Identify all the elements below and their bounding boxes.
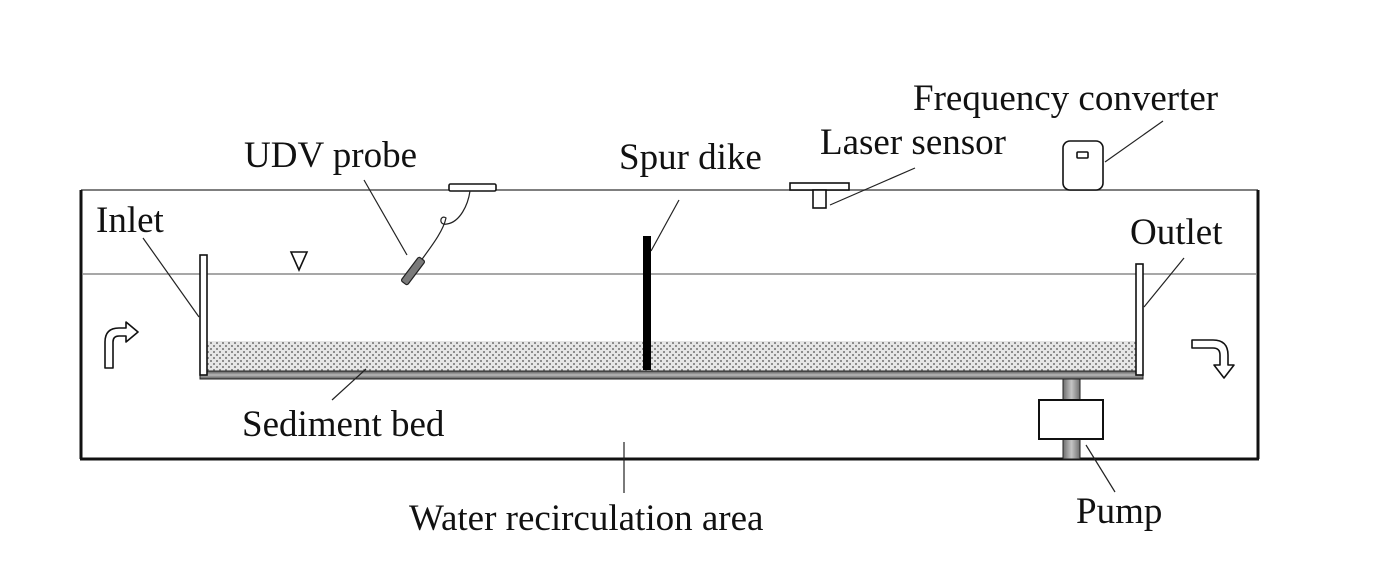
leader-sediment-bed	[331, 368, 367, 401]
water-surface-icon	[289, 251, 309, 272]
frequency-converter	[1062, 140, 1104, 191]
outlet-wall	[1135, 263, 1144, 376]
frequency-converter-box	[1062, 140, 1104, 191]
leader-frequency-converter	[1104, 120, 1164, 163]
leader-udv	[363, 179, 408, 256]
label-frequency-converter: Frequency converter	[913, 78, 1218, 119]
bed-plate	[199, 370, 1144, 380]
leader-pump	[1085, 444, 1116, 493]
label-water-recirculation-area: Water recirculation area	[409, 498, 763, 539]
label-laser-sensor: Laser sensor	[820, 122, 1006, 163]
outflow-arrow-icon	[1191, 339, 1235, 379]
label-pump: Pump	[1076, 491, 1162, 532]
udv-probe-assembly	[400, 183, 497, 286]
leader-spur-dike	[650, 199, 680, 252]
pump-box	[1038, 399, 1104, 440]
pipe-lower	[1062, 438, 1081, 460]
spur-dike	[643, 236, 651, 370]
udv-probe-icon	[400, 256, 426, 286]
sediment-bed	[207, 341, 1136, 372]
leader-outlet	[1143, 257, 1185, 308]
pipe-upper	[1062, 378, 1081, 401]
pump-assembly	[1038, 378, 1104, 460]
inlet-wall	[199, 254, 208, 376]
label-sediment-bed: Sediment bed	[242, 404, 445, 445]
label-spur-dike: Spur dike	[619, 137, 762, 178]
leader-laser-sensor	[829, 167, 916, 206]
laser-sensor-stem	[812, 189, 827, 209]
udv-cable	[419, 190, 471, 263]
udv-mount-bar	[448, 183, 497, 192]
label-udv-probe: UDV probe	[244, 135, 417, 176]
frequency-converter-display	[1076, 151, 1089, 159]
label-inlet: Inlet	[96, 200, 165, 241]
laser-sensor-bar	[789, 182, 850, 191]
leader-inlet	[142, 237, 200, 318]
inflow-arrow-icon	[104, 321, 139, 369]
laser-sensor	[789, 182, 850, 209]
label-outlet: Outlet	[1130, 212, 1223, 253]
